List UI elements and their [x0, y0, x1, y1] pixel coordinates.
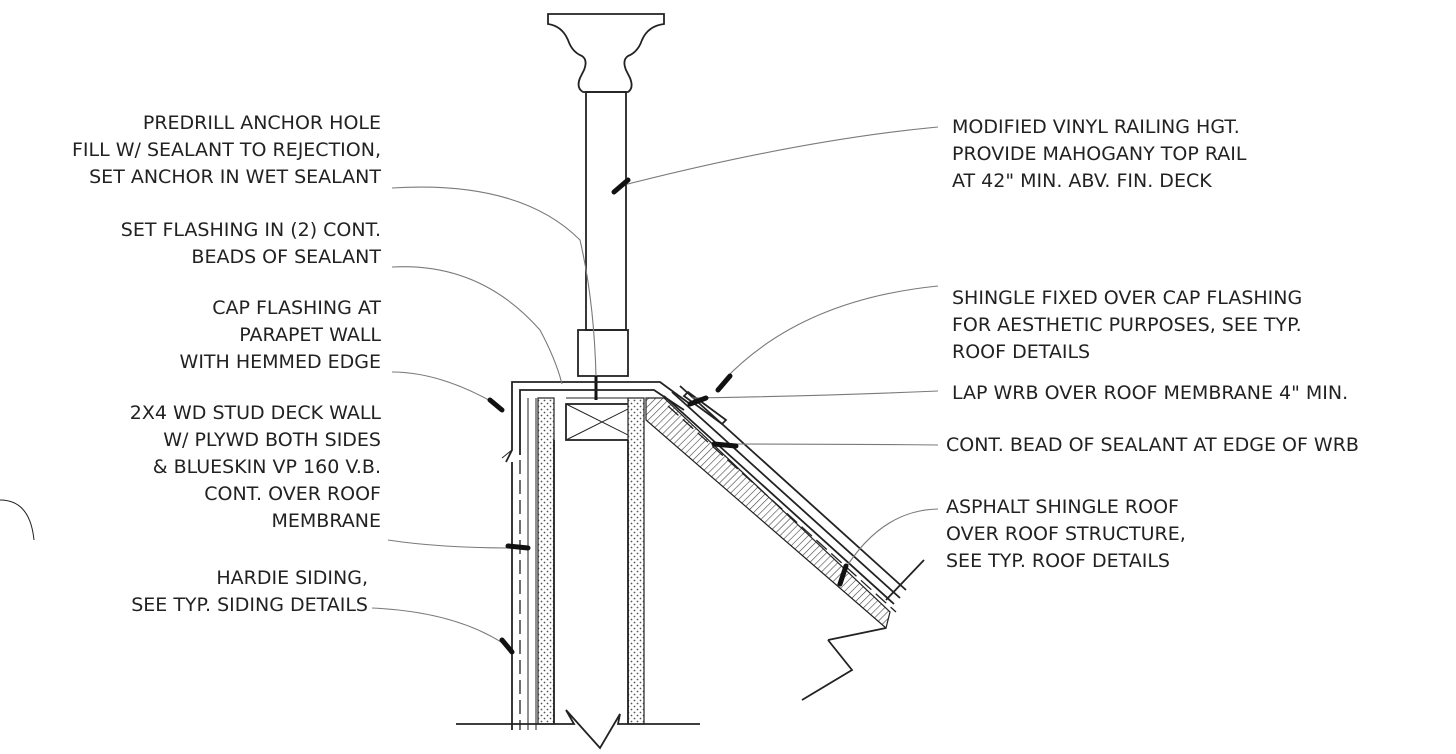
edge-arc	[0, 499, 35, 541]
leader-ticks	[487, 177, 849, 655]
railing-post	[577, 91, 629, 377]
note-stud-wall: 2X4 WD STUD DECK WALL W/ PLYWD BOTH SIDE…	[129, 402, 381, 532]
note-set-flashing: SET FLASHING IN (2) CONT. BEADS OF SEALA…	[120, 219, 381, 268]
shingle-over-cap	[682, 390, 728, 426]
note-lap-wrb: LAP WRB OVER ROOF MEMBRANE 4" MIN.	[952, 382, 1349, 404]
top-plate-blocking	[565, 397, 639, 441]
break-lines	[456, 559, 925, 750]
leader-lines	[371, 126, 939, 649]
note-shingle-fixed: SHINGLE FIXED OVER CAP FLASHING FOR AEST…	[952, 287, 1303, 363]
roof-assembly	[645, 385, 907, 641]
note-hardie-siding: HARDIE SIDING, SEE TYP. SIDING DETAILS	[131, 567, 368, 616]
hardie-siding	[511, 398, 537, 730]
note-predrill-anchor: PREDRILL ANCHOR HOLE FILL W/ SEALANT TO …	[71, 112, 381, 188]
note-railing: MODIFIED VINYL RAILING HGT. PROVIDE MAHO…	[952, 116, 1247, 192]
note-cap-flashing: CAP FLASHING AT PARAPET WALL WITH HEMMED…	[179, 297, 381, 373]
stud-wall	[537, 397, 645, 725]
note-asphalt-roof: ASPHALT SHINGLE ROOF OVER ROOF STRUCTURE…	[946, 496, 1186, 572]
railing-finial	[547, 13, 665, 93]
note-bead-sealant: CONT. BEAD OF SEALANT AT EDGE OF WRB	[946, 434, 1359, 456]
